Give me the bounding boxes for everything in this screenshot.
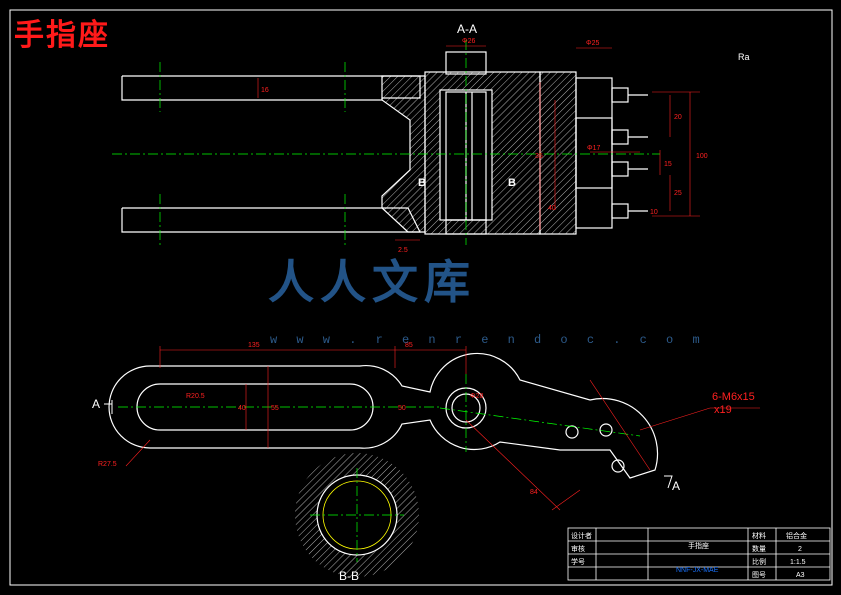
svg-text:手指座: 手指座	[688, 541, 709, 550]
title-block-text: 设计者 手指座 材料 铝合金 审核 数量 2 学号 比例 1:1.5 图号 A3…	[571, 531, 807, 579]
svg-text:20: 20	[674, 114, 682, 121]
svg-text:100: 100	[696, 153, 708, 160]
svg-text:84: 84	[530, 489, 538, 496]
drawing-title: 手指座	[14, 18, 110, 53]
svg-text:审核: 审核	[571, 544, 585, 553]
section-b-right-label: B	[508, 177, 516, 189]
svg-text:比例: 比例	[752, 557, 766, 566]
svg-text:R20.5: R20.5	[186, 393, 205, 400]
view-a-right-label: A	[672, 479, 680, 493]
svg-text:40: 40	[548, 205, 556, 212]
hole-spec-line2: x19	[714, 404, 732, 416]
svg-text:135: 135	[248, 342, 260, 349]
svg-text:50: 50	[398, 405, 406, 412]
front-view	[108, 352, 659, 479]
svg-text:2: 2	[798, 546, 802, 553]
svg-text:40: 40	[238, 405, 246, 412]
svg-text:10: 10	[650, 209, 658, 216]
section-bb-label: B-B	[339, 569, 359, 583]
svg-text:2.5: 2.5	[398, 247, 408, 254]
section-bb-view	[295, 453, 419, 577]
watermark-url: w w w . r e n r e n d o c . c o m	[270, 333, 706, 347]
svg-text:85: 85	[405, 342, 413, 349]
dimension-labels-top: Φ26 Φ25 16 100 20 15 25 10 35 40 2.5 Φ17	[261, 38, 708, 254]
svg-text:铝合金: 铝合金	[786, 531, 807, 540]
svg-text:55: 55	[271, 405, 279, 412]
dimension-labels-front: 135 85 40 55 50 84 R27.5 R20.5 Φ28 6-M6x…	[98, 342, 755, 496]
view-a-right-arrow	[664, 475, 673, 489]
svg-text:Φ26: Φ26	[462, 38, 475, 45]
svg-text:学号: 学号	[571, 557, 585, 566]
centerlines-front	[118, 374, 641, 452]
svg-text:1:1.5: 1:1.5	[790, 559, 806, 566]
svg-text:A3: A3	[796, 572, 805, 579]
section-aa-view	[121, 51, 648, 235]
svg-text:数量: 数量	[752, 544, 766, 553]
svg-text:R27.5: R27.5	[98, 461, 117, 468]
svg-text:Φ25: Φ25	[586, 40, 599, 47]
svg-text:15: 15	[664, 161, 672, 168]
view-a-left-arrow	[104, 400, 113, 414]
hole-spec-line1: 6-M6x15	[712, 391, 755, 403]
view-a-left-label: A	[92, 397, 100, 411]
watermark-logo: 人人文库	[268, 255, 476, 309]
svg-text:Φ28: Φ28	[470, 393, 483, 400]
svg-text:16: 16	[261, 87, 269, 94]
svg-text:Φ17: Φ17	[587, 145, 600, 152]
section-aa-label: A-A	[457, 22, 477, 36]
svg-text:25: 25	[674, 190, 682, 197]
title-block	[567, 527, 831, 581]
svg-text:材料: 材料	[752, 531, 766, 540]
centerlines-top	[112, 40, 660, 246]
svg-text:图号: 图号	[752, 571, 766, 579]
dimensions-top	[257, 45, 700, 241]
section-b-left-label: B	[418, 177, 426, 189]
roughness-symbol: Ra	[738, 52, 750, 62]
sheet-border	[9, 9, 833, 586]
svg-text:NNF-JX-MAE: NNF-JX-MAE	[676, 567, 719, 574]
svg-text:35: 35	[535, 153, 543, 160]
svg-text:设计者: 设计者	[571, 531, 592, 540]
dimensions-front	[125, 346, 760, 511]
